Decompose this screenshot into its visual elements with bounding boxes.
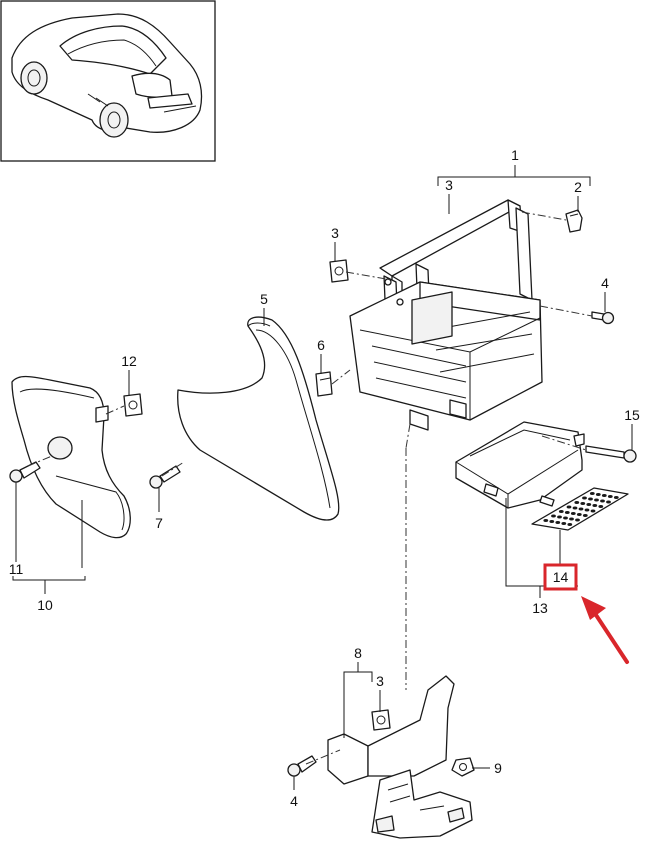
mat-hole <box>551 514 556 518</box>
mat-hole <box>575 518 580 522</box>
callout-15: 15 <box>624 407 640 423</box>
screw-4-bottom <box>287 755 317 777</box>
callout-10: 10 <box>37 597 53 613</box>
mat-hole <box>549 520 555 523</box>
callout-7: 7 <box>155 515 163 531</box>
mat-hole <box>606 500 611 504</box>
mat-hole <box>588 497 593 501</box>
nut-12 <box>123 393 143 417</box>
mat-hole <box>594 498 599 502</box>
callout-4-bottom: 4 <box>290 793 298 809</box>
mat-hole <box>566 505 572 509</box>
mat-hole <box>592 504 598 507</box>
mat-hole <box>561 522 567 525</box>
mat-hole <box>572 506 578 510</box>
nut-3-top <box>329 259 349 283</box>
clip-2 <box>565 209 583 233</box>
screw-4-right <box>591 311 615 325</box>
mat-hole <box>578 507 584 511</box>
car-thumbnail <box>0 0 216 162</box>
mat-hole <box>613 496 619 499</box>
frame-assembly <box>349 199 543 431</box>
mat-hole <box>601 494 607 497</box>
callout-1: 1 <box>511 147 519 163</box>
mat-hole <box>574 501 580 504</box>
red-arrow-icon <box>581 596 629 664</box>
car-icon <box>11 13 203 138</box>
mat-hole <box>563 516 568 520</box>
assembly-lines <box>27 211 593 765</box>
mat-hole <box>584 508 590 512</box>
mat-hole <box>582 514 588 517</box>
mat-hole <box>598 505 604 508</box>
mat-hole <box>590 509 596 513</box>
mat-hole <box>589 492 595 495</box>
tray-13 <box>455 421 585 509</box>
mat-hole <box>543 519 549 522</box>
mat-hole <box>557 515 562 519</box>
mat-hole <box>558 510 564 513</box>
nut-3-bottom <box>371 709 391 731</box>
screw-7 <box>149 465 181 489</box>
side-panel-10 <box>11 375 131 539</box>
callout-labels: 1 3 2 3 4 5 6 12 15 7 11 10 13 8 3 9 4 <box>9 147 640 809</box>
callout-11: 11 <box>9 561 24 577</box>
callout-4-right: 4 <box>601 275 609 291</box>
callout-12: 12 <box>121 353 137 369</box>
mat-hole <box>555 521 561 524</box>
callout-2: 2 <box>574 179 582 195</box>
nut-9 <box>451 757 475 777</box>
highlight-box-14: 14 <box>543 563 578 591</box>
mat-hole <box>582 496 587 500</box>
callout-6: 6 <box>317 337 325 353</box>
mat-hole <box>570 512 576 515</box>
mat-hole <box>576 513 582 516</box>
mat-hole <box>569 517 574 521</box>
mat-hole <box>595 493 601 496</box>
callout-14: 14 <box>553 569 569 585</box>
callout-3-left: 3 <box>331 225 339 241</box>
callout-3-bottom: 3 <box>376 673 384 689</box>
leader-lines <box>12 165 633 790</box>
callout-5: 5 <box>260 291 268 307</box>
callout-9: 9 <box>494 760 502 776</box>
mat-hole <box>564 511 570 514</box>
bracket-assembly <box>327 675 473 839</box>
mat-hole <box>607 495 613 498</box>
side-panel-5 <box>177 316 340 521</box>
mat-hole <box>580 502 586 505</box>
callout-3-top: 3 <box>445 177 453 193</box>
mat-hole <box>586 503 592 506</box>
clip-6 <box>315 371 333 397</box>
rubber-mat-14 <box>531 487 629 531</box>
mat-hole <box>600 499 605 503</box>
mat-hole <box>567 523 573 526</box>
screw-15 <box>585 445 637 463</box>
callout-13: 13 <box>532 600 548 616</box>
callout-8: 8 <box>354 645 362 661</box>
